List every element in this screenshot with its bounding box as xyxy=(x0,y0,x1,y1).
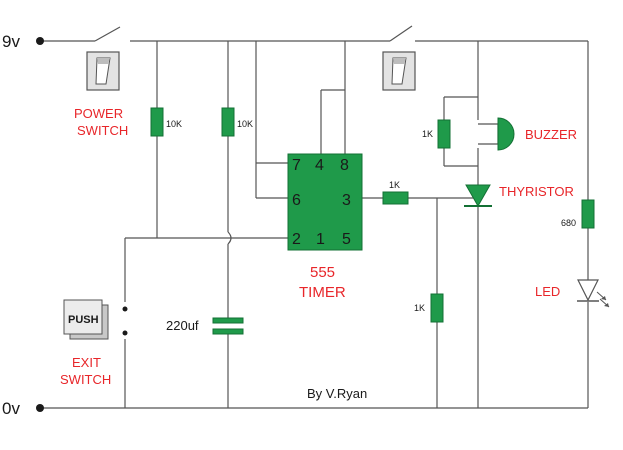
exit-switch-label-line2: SWITCH xyxy=(60,372,111,387)
timer-pin-7: 7 xyxy=(292,157,301,174)
exit-switch-contact-top xyxy=(122,306,128,312)
timer-pin-2: 2 xyxy=(292,231,301,248)
bottom-rail-terminal xyxy=(36,404,44,412)
resistor-r2 xyxy=(221,107,235,137)
capacitor-symbol xyxy=(212,317,244,335)
resistor-led xyxy=(581,199,595,229)
buzzer-symbol xyxy=(478,117,515,151)
timer-pin-6: 6 xyxy=(292,192,301,209)
buzzer-label: BUZZER xyxy=(525,127,577,142)
timer-label-line2: TIMER xyxy=(299,284,346,301)
timer-pin-8: 8 xyxy=(340,157,349,174)
power-switch-label-line1: POWER xyxy=(74,106,123,121)
resistor-gate-label: 1K xyxy=(389,180,400,190)
capacitor-label: 220uf xyxy=(166,318,199,333)
timer-ic-body xyxy=(287,153,363,251)
thyristor-label: THYRISTOR xyxy=(499,184,574,199)
wires xyxy=(40,40,589,409)
thyristor-symbol xyxy=(464,184,492,208)
exit-switch-label-line1: EXIT xyxy=(72,355,101,370)
resistor-gate-pulldown xyxy=(430,293,444,323)
top-rail-label: 9v xyxy=(2,32,20,51)
buzzer-switch-rocker-icon xyxy=(382,51,416,91)
exit-switch-contact-bottom xyxy=(122,330,128,336)
resistor-buzzer xyxy=(437,119,451,149)
timer-pin-1: 1 xyxy=(316,231,325,248)
led-symbol xyxy=(577,279,610,308)
power-switch-rocker-icon xyxy=(86,51,120,91)
power-switch-label-line2: SWITCH xyxy=(77,123,128,138)
timer-pin-4: 4 xyxy=(315,157,324,174)
resistor-r2-label: 10K xyxy=(237,119,253,129)
resistor-gate xyxy=(382,191,409,205)
bottom-rail-label: 0v xyxy=(2,399,20,418)
resistor-buzzer-label: 1K xyxy=(422,129,433,139)
resistor-gate-pulldown-label: 1K xyxy=(414,303,425,313)
power-switch-symbol xyxy=(94,26,121,42)
resistor-led-label: 680 xyxy=(561,218,576,228)
buzzer-switch-symbol xyxy=(389,25,413,42)
exit-push-button-icon: PUSH xyxy=(63,299,109,340)
author-credit: By V.Ryan xyxy=(307,386,367,401)
led-label: LED xyxy=(535,284,560,299)
top-rail-terminal xyxy=(36,37,44,45)
timer-label-line1: 555 xyxy=(310,264,335,281)
resistor-r1-label: 10K xyxy=(166,119,182,129)
timer-pin-3: 3 xyxy=(342,192,351,209)
timer-pin-5: 5 xyxy=(342,231,351,248)
svg-text:PUSH: PUSH xyxy=(68,314,99,326)
resistor-r1 xyxy=(150,107,164,137)
